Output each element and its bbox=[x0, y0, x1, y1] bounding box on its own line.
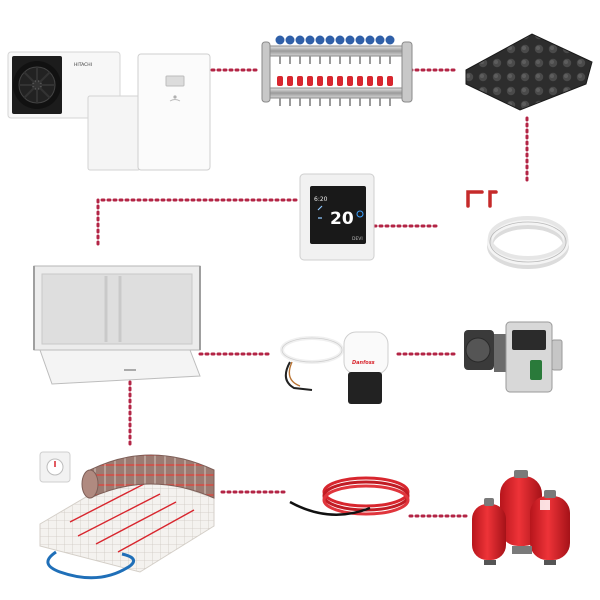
manifold-cabinet bbox=[33, 265, 201, 385]
actuator-brand: Danfoss bbox=[352, 360, 375, 366]
manifold-red-valves bbox=[277, 76, 393, 86]
cabinet-door bbox=[39, 349, 201, 385]
insulation-panel bbox=[465, 33, 593, 111]
heat-pump-display bbox=[165, 75, 185, 87]
heat-pump-brand: HITACHI bbox=[74, 62, 92, 68]
manifold-top-bar bbox=[263, 45, 411, 57]
pex-pipe-coil bbox=[487, 216, 569, 269]
thermostat-brand: DEVI bbox=[352, 236, 363, 242]
manifold bbox=[261, 35, 413, 106]
connector-thermostat-cabinet bbox=[96, 198, 298, 248]
expansion-tanks bbox=[472, 470, 570, 565]
thermostat-screen bbox=[310, 186, 366, 244]
pump-led-panel bbox=[530, 360, 542, 380]
heat-pump-indoor-unit bbox=[87, 53, 211, 171]
heat-pump: HITACHI bbox=[7, 51, 211, 171]
thermal-actuator: Danfoss bbox=[280, 331, 389, 404]
thermostat-time: 6:20 bbox=[314, 196, 328, 203]
tank-small bbox=[530, 496, 570, 560]
heat-pump-outdoor-unit: HITACHI bbox=[7, 51, 121, 119]
heating-cable bbox=[289, 476, 410, 516]
room-thermostat: 6:20 20 DEVI bbox=[299, 173, 375, 261]
thermostat-temperature: 20 bbox=[330, 209, 354, 229]
pipe-bend-guide bbox=[466, 190, 498, 208]
manifold-bottom-bar bbox=[263, 87, 411, 99]
connector-lines bbox=[96, 68, 529, 518]
tank-medium bbox=[472, 504, 506, 560]
circulation-pump bbox=[464, 321, 563, 393]
manifold-blue-valves bbox=[275, 35, 395, 45]
electric-heating-mat bbox=[39, 451, 215, 580]
